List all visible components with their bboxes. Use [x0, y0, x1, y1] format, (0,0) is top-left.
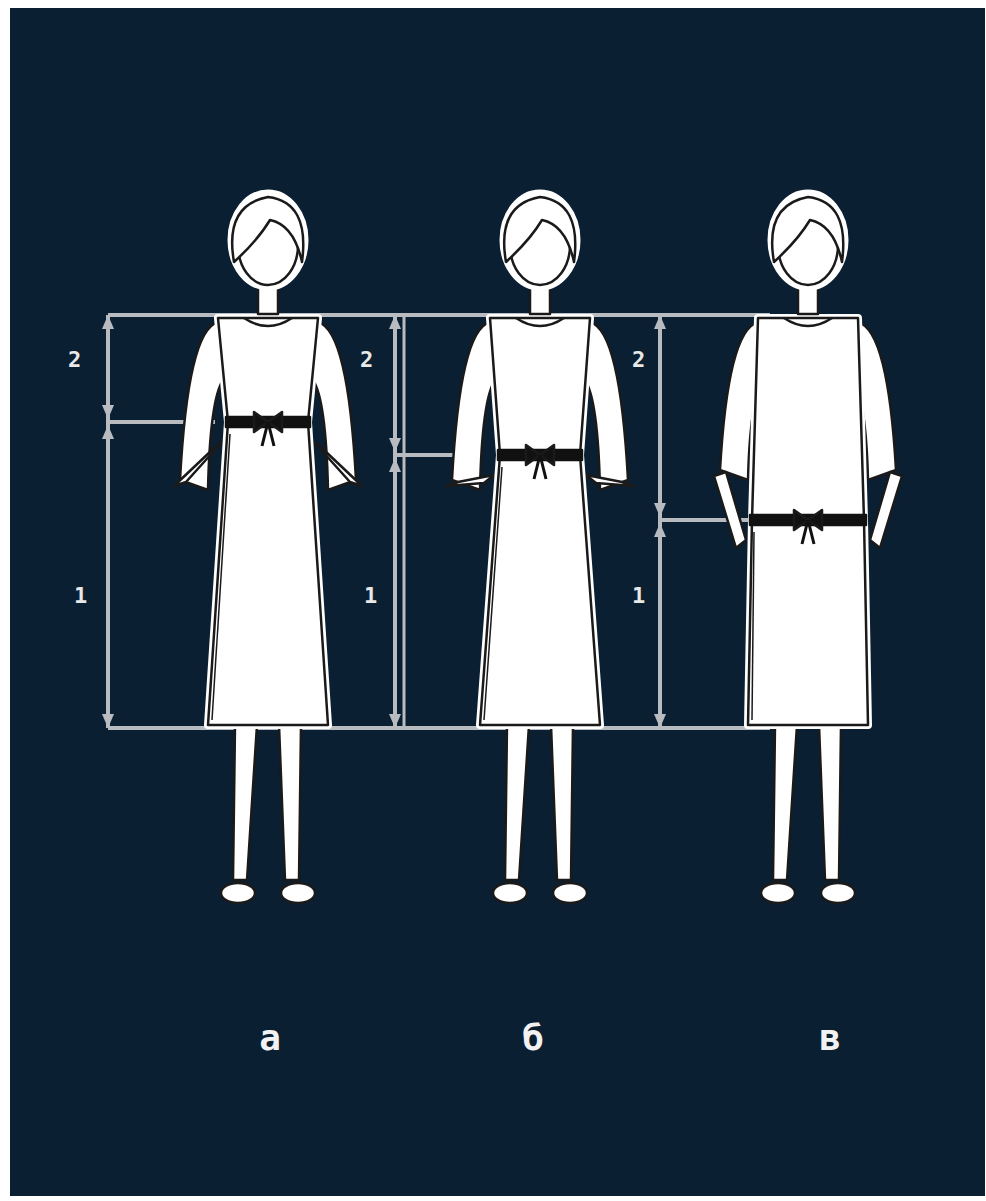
frame-line [403, 315, 406, 728]
variant-letter: в [819, 1020, 841, 1056]
hair [504, 197, 575, 262]
variant-letter: а [259, 1020, 281, 1056]
waist-tick [660, 518, 760, 522]
dress-glow [748, 318, 868, 725]
head-glow [771, 193, 845, 287]
dimension-number: 2 [68, 349, 81, 371]
dimension-line [106, 315, 110, 728]
dimension-number: 1 [632, 585, 645, 607]
dimension-number: 2 [360, 349, 373, 371]
shoe [221, 883, 255, 903]
hair [232, 197, 303, 262]
skirt-line [752, 532, 754, 720]
shoe [553, 883, 587, 903]
top-line [108, 313, 770, 317]
woman-figure [446, 193, 634, 903]
neckline [244, 318, 292, 326]
hand [314, 442, 362, 486]
arrow-head [389, 714, 401, 728]
shoe [493, 883, 527, 903]
arrow-head [102, 425, 114, 439]
dimension-number: 1 [364, 585, 377, 607]
leg [819, 725, 841, 880]
hand [586, 475, 634, 486]
hair [772, 197, 843, 262]
dress [480, 318, 600, 725]
shoe [281, 883, 315, 903]
shoe [761, 883, 795, 903]
dimension-number: 1 [74, 585, 87, 607]
woman-figure [714, 193, 902, 903]
variant-letter: б [522, 1020, 544, 1056]
leg [233, 725, 257, 880]
leg [279, 725, 301, 880]
background [10, 8, 985, 1196]
arrow-head [654, 315, 666, 329]
belt-ends [802, 520, 814, 544]
dress-glow [208, 318, 328, 725]
belt-ends [534, 455, 546, 479]
arrow-head [654, 714, 666, 728]
shoe [821, 883, 855, 903]
dress [208, 318, 328, 725]
leg [773, 725, 797, 880]
dress [748, 318, 868, 725]
dimension-line [393, 315, 397, 728]
arrow-head [389, 315, 401, 329]
head-glow [231, 193, 305, 287]
skirt-line [484, 467, 502, 720]
hand [446, 475, 494, 486]
leg [505, 725, 529, 880]
woman-figure [174, 193, 362, 903]
arrow-head [102, 315, 114, 329]
dimension-number: 2 [632, 349, 645, 371]
waist-tick [395, 453, 460, 457]
dimension-lines [102, 315, 770, 728]
arrow-head [102, 405, 114, 419]
dress-glow [480, 318, 600, 725]
hand [870, 472, 902, 548]
skirt-line [212, 434, 230, 720]
arrow-head [654, 503, 666, 517]
neckline [784, 318, 832, 326]
arrow-head [389, 458, 401, 472]
hand [714, 472, 746, 548]
hand [174, 442, 222, 486]
arrow-head [654, 523, 666, 537]
neckline [516, 318, 564, 326]
leg [551, 725, 573, 880]
figures [174, 193, 902, 903]
arrow-head [102, 714, 114, 728]
head-glow [503, 193, 577, 287]
arrow-head [389, 438, 401, 452]
belt-ends [262, 422, 274, 446]
